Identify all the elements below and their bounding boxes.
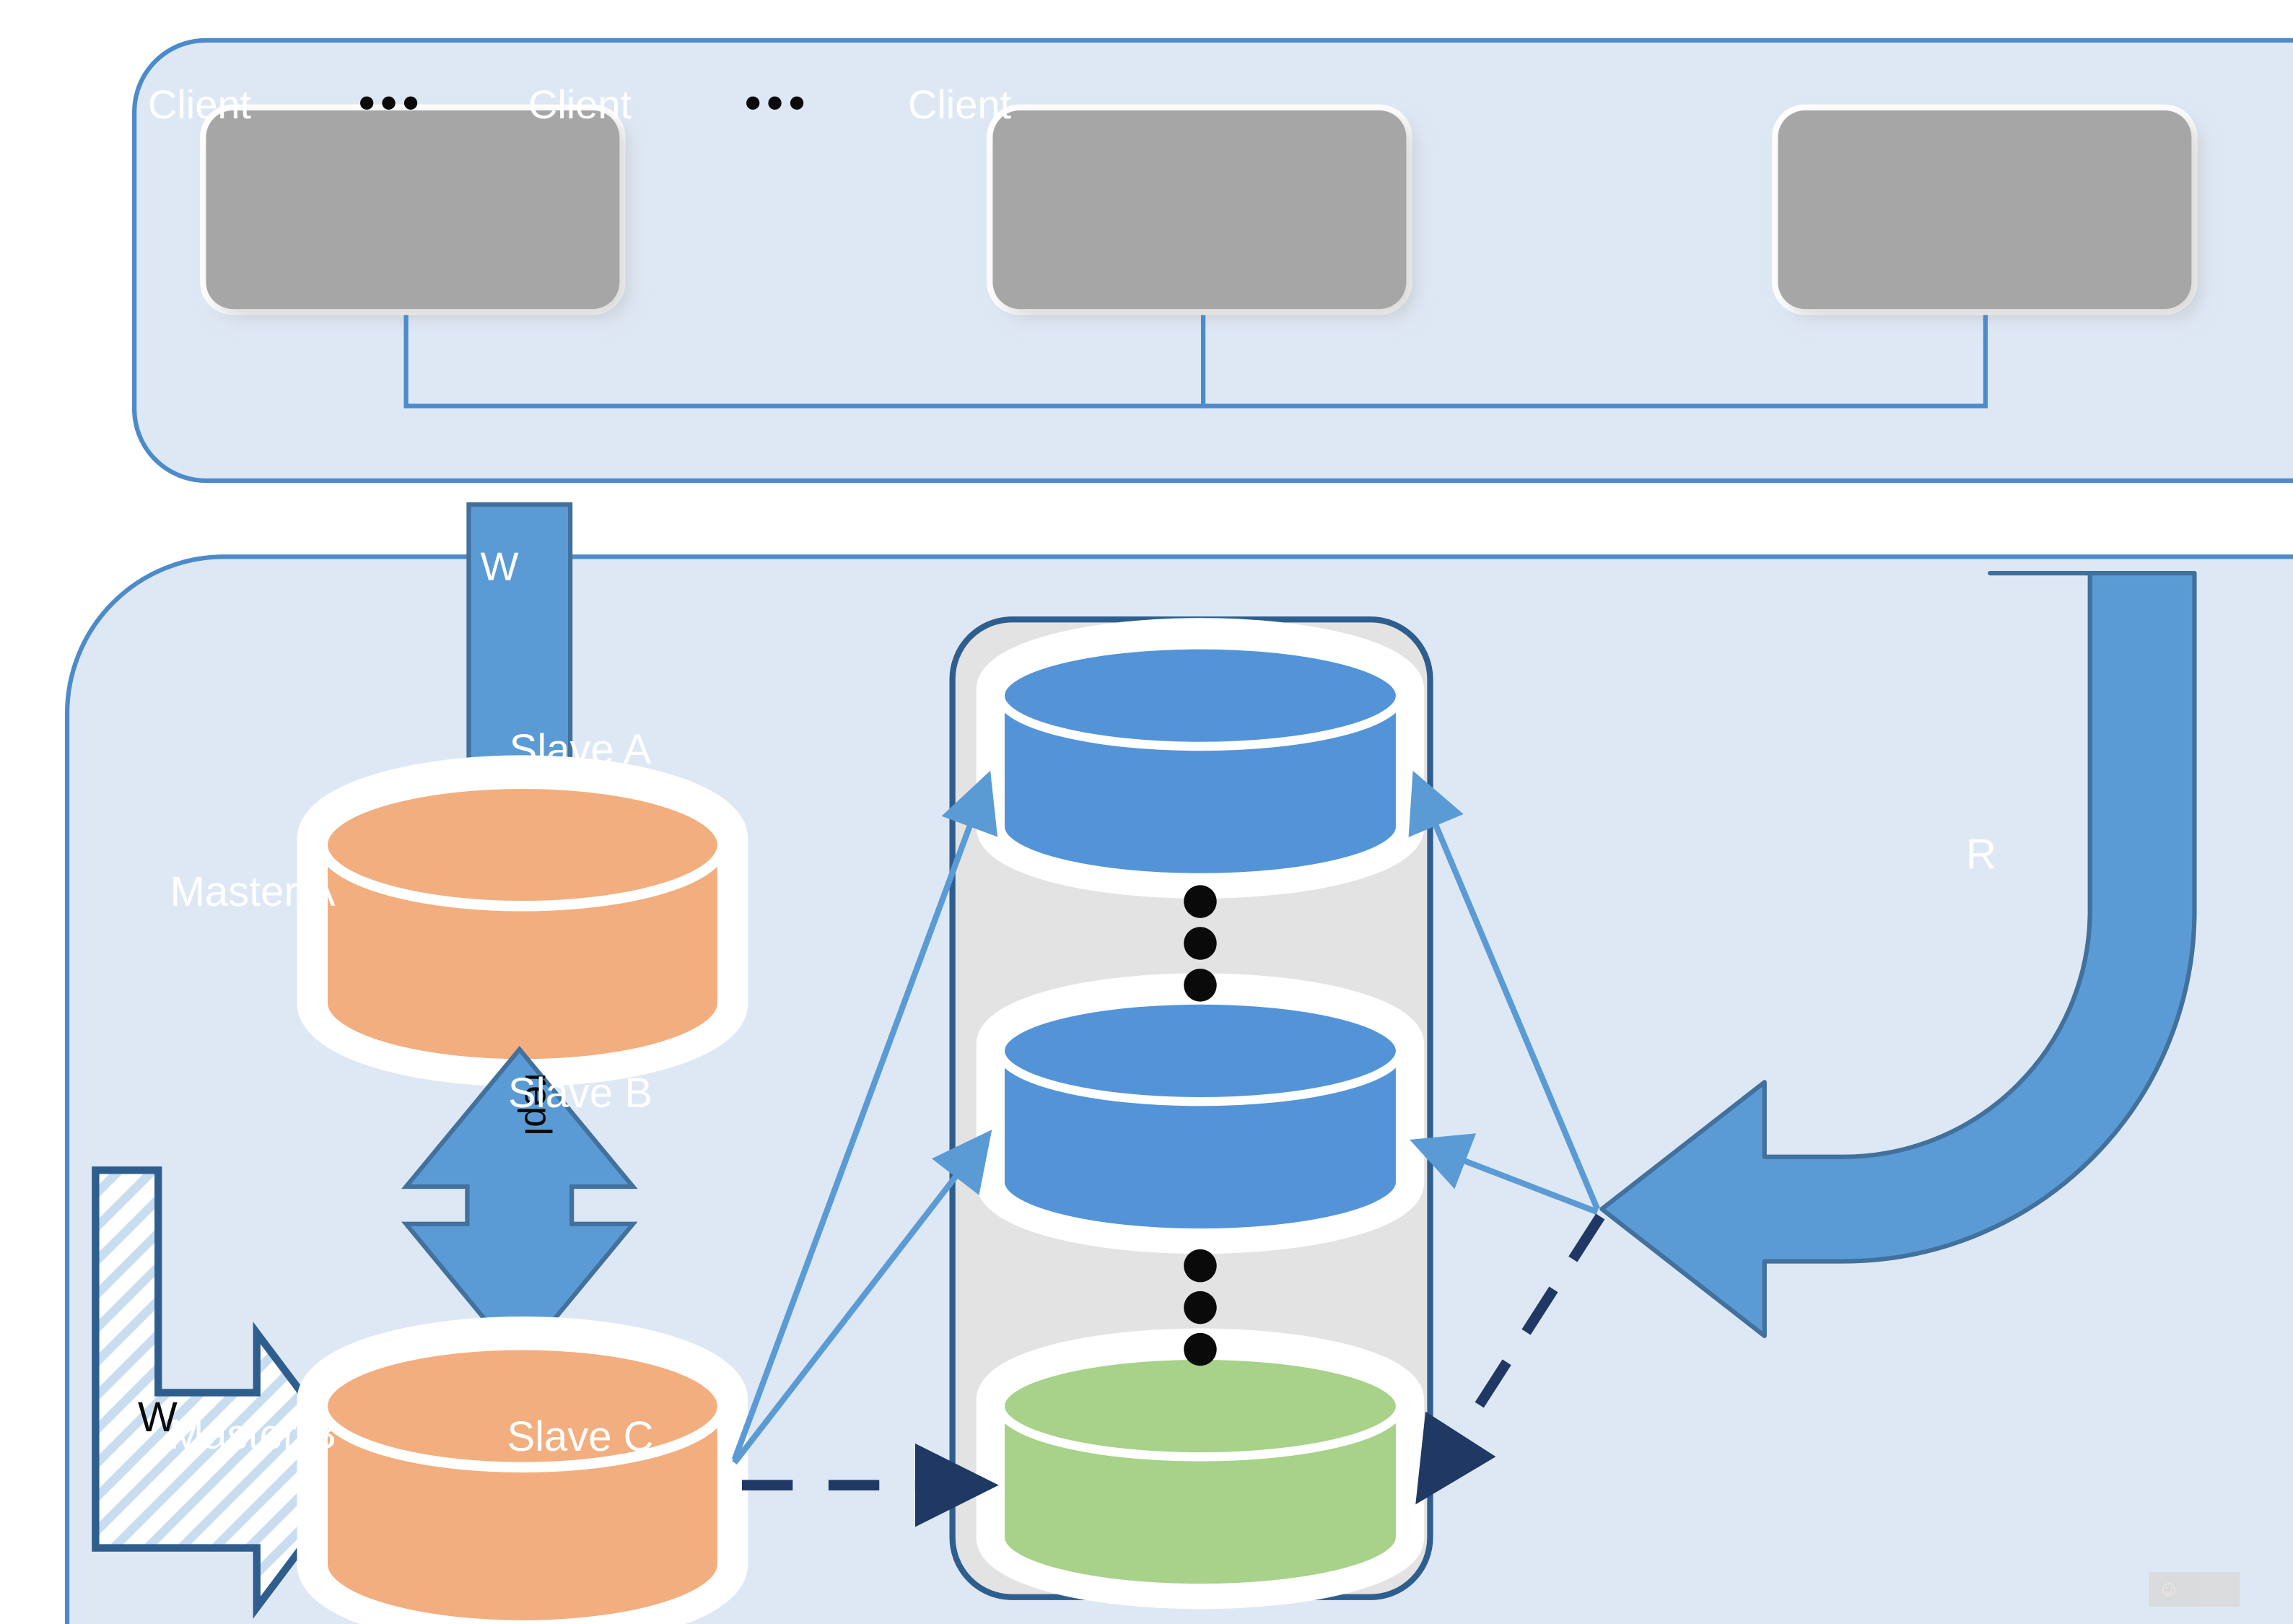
client-box-2[interactable] [987,104,1412,315]
client-box-1[interactable] [200,104,626,315]
slave-ellipsis-top [1184,885,1217,1002]
watermark: ☺ [2149,1572,2240,1607]
client-box-3[interactable] [1772,104,2198,315]
client-ellipsis-1: ••• [359,77,425,128]
slave-ellipsis-bottom [1184,1249,1217,1366]
write-arrow-bent-label: W [138,1394,178,1441]
slave-c-cylinder[interactable] [976,1328,1425,1610]
master-b-cylinder[interactable] [297,1317,748,1624]
slave-b-cylinder[interactable] [976,973,1425,1254]
read-arrow-label: R [1966,831,1996,878]
master-a-cylinder[interactable] [297,755,748,1087]
client-label-3: Client [907,82,1012,127]
client-bus-lines [403,315,1988,409]
face-icon: ☺ [2157,1577,2180,1601]
client-ellipsis-2: ••• [745,77,811,128]
read-arrow [1599,571,2197,1338]
write-arrow-top-label: W [480,543,519,589]
replication-arrow-label: repl [517,1073,559,1136]
read-to-slaves-lines [1408,770,1600,1215]
read-to-slavec-dashed [1415,1213,1605,1505]
client-label-2: Client [528,82,632,127]
client-label-1: Client [147,82,252,127]
slave-a-cylinder[interactable] [976,618,1425,899]
masterb-to-slaves-lines [731,770,998,1465]
